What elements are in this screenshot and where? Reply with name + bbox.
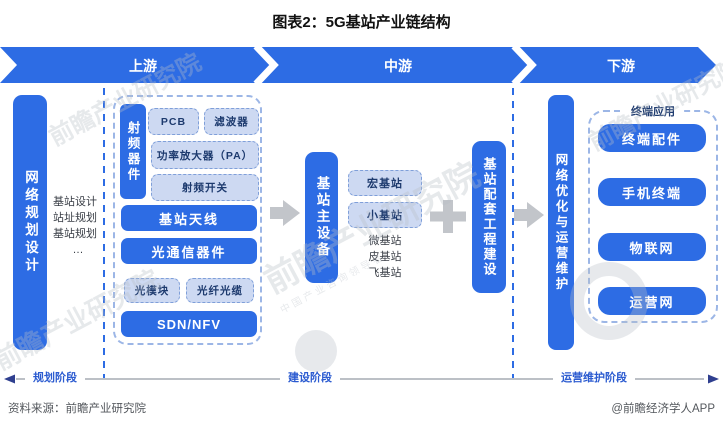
optical-devices-chip: 光通信器件 (121, 238, 257, 264)
operator-network-button: 运营网 (598, 287, 706, 315)
fiber-cable-box: 光纤光缆 (186, 278, 254, 303)
filter-box: 滤波器 (204, 108, 259, 135)
network-planning-bar: 网络规划设计 (13, 95, 47, 350)
rf-components-bar: 射频器件 (120, 104, 146, 199)
phase-label-construction: 建设阶段 (280, 371, 340, 386)
phase-label-planning: 规划阶段 (25, 371, 85, 386)
pcb-box: PCB (148, 108, 199, 135)
antenna-chip: 基站天线 (121, 205, 257, 231)
note-line: 微基站 (368, 235, 402, 247)
page-title: 图表2：5G基站产业链结构 (272, 14, 451, 31)
support-engineering-label: 基站配套工程建设 (481, 157, 497, 277)
note-line: 飞基站 (368, 267, 402, 279)
banner-label-downstream: 下游 (607, 58, 635, 74)
section-separator-line (103, 88, 105, 378)
rf-components-label: 射频器件 (125, 120, 140, 183)
terminal-apps-header: 终端应用 (588, 102, 718, 120)
stage-banner: 上游 中游 下游 (0, 45, 716, 85)
watermark-logo-dot (295, 330, 337, 372)
banner-chevron-divider-icon (253, 45, 279, 85)
banner-label-midstream: 中游 (384, 58, 412, 74)
banner-label-upstream: 上游 (129, 58, 157, 74)
main-equipment-label: 基站主设备 (314, 176, 330, 259)
plus-icon (430, 200, 466, 233)
network-planning-label: 网络规划设计 (23, 170, 38, 275)
mobile-terminal-button: 手机终端 (598, 178, 706, 206)
note-line: 基站设计 (53, 196, 97, 208)
small-station-box: 小基站 (348, 202, 422, 228)
sdn-nfv-chip: SDN/NFV (121, 311, 257, 337)
terminal-accessories-button: 终端配件 (598, 124, 706, 152)
flow-arrow-icon (514, 202, 544, 228)
main-equipment-bar: 基站主设备 (305, 152, 338, 283)
note-line: 基站规划 (53, 228, 97, 240)
planning-side-note: 基站设计 站址规划 基站规划 … (53, 194, 103, 258)
note-ellipsis: … (72, 244, 84, 256)
axis-left-arrow-icon (4, 374, 15, 384)
iot-button: 物联网 (598, 233, 706, 261)
network-ops-label: 网络优化与运营维护 (553, 152, 568, 293)
optical-module-box: 光模块 (124, 278, 180, 303)
phase-label-operation: 运营维护阶段 (553, 371, 635, 386)
network-ops-bar: 网络优化与运营维护 (548, 95, 574, 350)
note-line: 站址规划 (53, 212, 97, 224)
upstream-components-group: 射频器件 PCB 滤波器 功率放大器（PA） 射频开关 基站天线 光通信器件 光… (113, 95, 262, 345)
flow-arrow-icon (270, 200, 300, 226)
credit-note: @前瞻经济学人APP (611, 403, 715, 415)
source-note: 资料来源：前瞻产业研究院 (8, 403, 146, 415)
banner-band (0, 47, 716, 83)
power-amplifier-box: 功率放大器（PA） (151, 141, 259, 169)
terminal-apps-label: 终端应用 (624, 106, 682, 118)
section-separator-line (512, 88, 514, 378)
banner-chevron-divider-icon (511, 45, 537, 85)
small-station-note: 微基站 皮基站 飞基站 (348, 233, 422, 281)
note-line: 皮基站 (368, 251, 402, 263)
support-engineering-bar: 基站配套工程建设 (472, 141, 506, 293)
rf-switch-box: 射频开关 (151, 174, 259, 201)
axis-right-arrow-icon (708, 374, 719, 384)
macro-station-box: 宏基站 (348, 170, 422, 196)
